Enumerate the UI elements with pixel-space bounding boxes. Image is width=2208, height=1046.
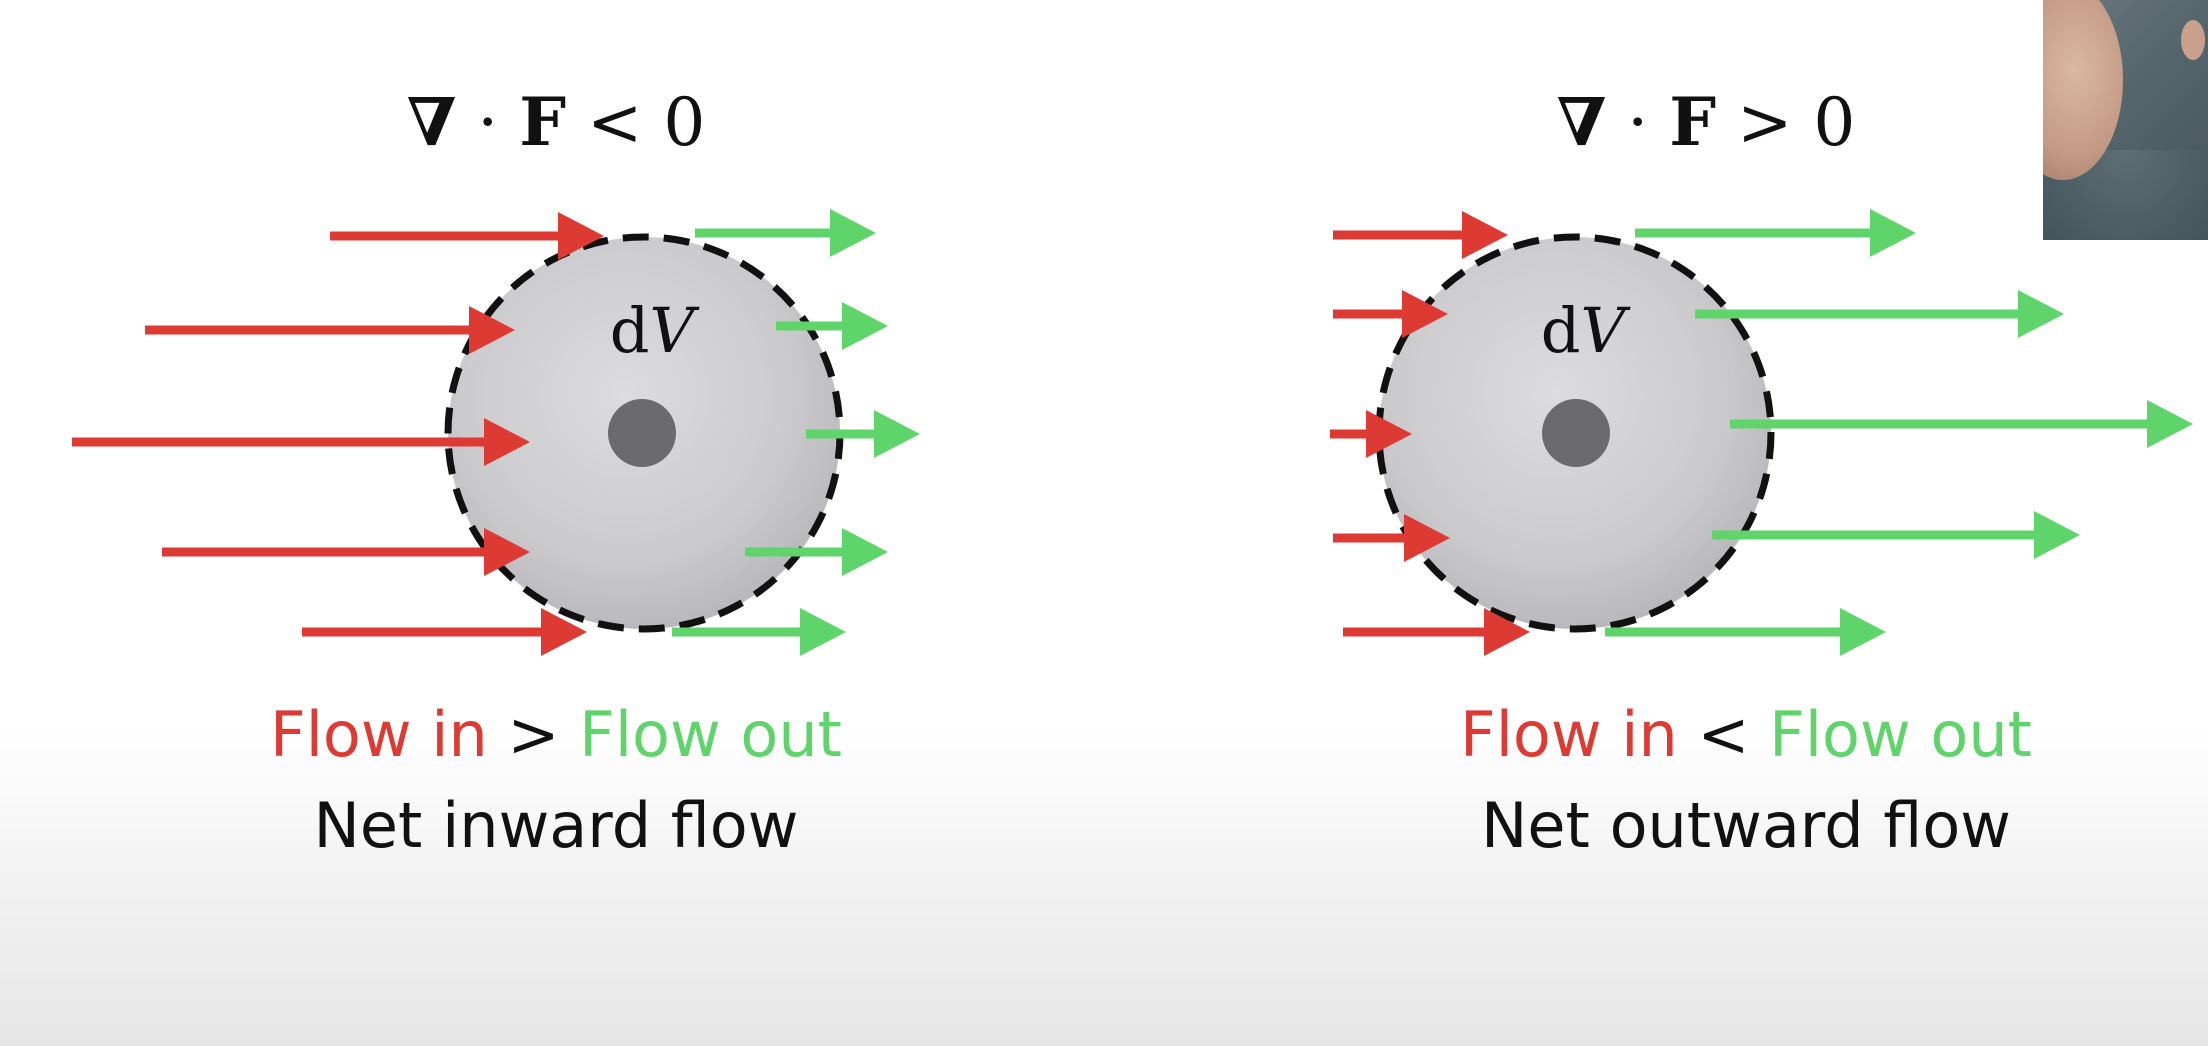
right-outflow-arrow-3-head (2147, 400, 2193, 448)
vector-field-symbol: F (1669, 83, 1716, 161)
right-volume-label: dV (1541, 294, 1632, 367)
right-inflow-arrow-4-head (1404, 514, 1450, 562)
left-outflow-arrow-1-head (830, 209, 876, 257)
nabla-symbol: ∇ (407, 83, 457, 161)
dot-operator: · (1606, 84, 1669, 161)
right-flow-comparison: Flow in < Flow out (1460, 698, 2032, 771)
flow-out-label: Flow out (579, 698, 842, 771)
right-volume-element: dV (1375, 233, 1775, 633)
volume-v: V (649, 294, 700, 367)
right-outflow-arrow-2-head (2018, 290, 2064, 338)
left-center-point (608, 399, 676, 467)
left-inflow-arrow-5-head (541, 608, 587, 656)
left-outflow-arrow-1 (695, 209, 876, 257)
relation-symbol: < (566, 84, 663, 161)
right-inflow-arrow-1 (1333, 211, 1508, 259)
zero-value: 0 (1813, 84, 1855, 161)
comparison-symbol: < (1678, 698, 1769, 771)
left-inflow-arrow-2-head (469, 306, 515, 354)
right-inflow-arrow-2-head (1402, 290, 1448, 338)
left-net-flow-label: Net inward flow (314, 789, 799, 862)
zero-value: 0 (663, 84, 705, 161)
right-center-point (1542, 399, 1610, 467)
differential-d: d (610, 294, 650, 367)
right-net-flow-label: Net outward flow (1481, 789, 2011, 862)
right-inflow-arrow-1-head (1462, 211, 1508, 259)
right-flow-arrows (1330, 209, 2193, 656)
left-inflow-arrow-1 (330, 212, 604, 260)
left-outflow-arrow-3-head (874, 410, 920, 458)
flow-out-label: Flow out (1769, 698, 2032, 771)
right-outflow-arrow-5-head (1840, 608, 1886, 656)
left-flow-comparison: Flow in > Flow out (270, 698, 842, 771)
right-inflow-arrow-5 (1343, 608, 1530, 656)
left-outflow-arrow-2-head (842, 302, 888, 350)
right-inflow-arrow-3-head (1366, 410, 1412, 458)
left-panel: ∇ · F < 0 dV Flow in > Flow out Net inwa… (72, 83, 920, 862)
left-inflow-arrow-3 (72, 418, 530, 466)
left-inflow-arrow-3-head (484, 418, 530, 466)
vector-field-symbol: F (519, 83, 566, 161)
right-outflow-arrow-3 (1730, 400, 2193, 448)
dot-operator: · (456, 84, 519, 161)
right-outflow-arrow-5 (1605, 608, 1886, 656)
left-inflow-arrow-2 (145, 306, 515, 354)
right-inflow-arrow-5-head (1484, 608, 1530, 656)
right-outflow-arrow-4 (1712, 511, 2080, 559)
left-flow-arrows (72, 209, 920, 656)
left-inflow-arrow-4 (162, 528, 530, 576)
left-outflow-arrow-5 (672, 608, 846, 656)
right-outflow-arrow-2 (1695, 290, 2064, 338)
volume-v: V (1580, 294, 1631, 367)
left-outflow-arrow-4-head (842, 528, 888, 576)
left-outflow-arrow-4 (745, 528, 888, 576)
relation-symbol: > (1716, 84, 1813, 161)
flow-in-label: Flow in (1460, 698, 1678, 771)
presenter-ear (2181, 20, 2205, 60)
right-divergence-equation: ∇ · F > 0 (1557, 83, 1856, 161)
differential-d: d (1541, 294, 1581, 367)
right-inflow-arrow-3 (1330, 410, 1412, 458)
left-outflow-arrow-3 (806, 410, 920, 458)
left-outflow-arrow-5-head (800, 608, 846, 656)
nabla-symbol: ∇ (1557, 83, 1607, 161)
right-outflow-arrow-1-head (1870, 209, 1916, 257)
right-inflow-arrow-2 (1333, 290, 1448, 338)
right-outflow-arrow-1 (1635, 209, 1916, 257)
left-outflow-arrow-2 (776, 302, 888, 350)
left-inflow-arrow-5 (302, 608, 587, 656)
left-inflow-arrow-1-head (558, 212, 604, 260)
right-outflow-arrow-4-head (2034, 511, 2080, 559)
presenter-webcam-overlay (2043, 0, 2208, 240)
flow-in-label: Flow in (270, 698, 488, 771)
right-inflow-arrow-4 (1333, 514, 1450, 562)
left-divergence-equation: ∇ · F < 0 (407, 83, 706, 161)
comparison-symbol: > (488, 698, 579, 771)
right-panel: ∇ · F > 0 dV Flow in < Flow out Net outw… (1330, 83, 2193, 862)
left-volume-label: dV (610, 294, 701, 367)
left-inflow-arrow-4-head (484, 528, 530, 576)
